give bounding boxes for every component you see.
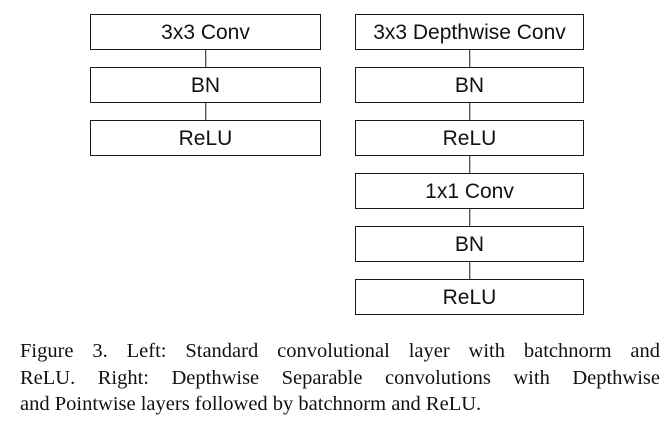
relu-block: ReLU: [355, 120, 584, 156]
depthwise-separable-stack: 3x3 Depthwise Conv BN ReLU 1x1 Conv BN R…: [355, 0, 584, 330]
batchnorm-block: BN: [90, 67, 321, 103]
standard-conv-stack: 3x3 Conv BN ReLU: [90, 0, 321, 330]
block-label: ReLU: [442, 285, 497, 309]
connector-line: [204, 50, 206, 68]
block-label: 1x1 Conv: [425, 179, 514, 203]
batchnorm-block: BN: [355, 226, 584, 262]
caption-line: and Pointwise layers followed by batchno…: [20, 393, 482, 415]
connector-line: [468, 50, 470, 68]
relu-block: ReLU: [90, 120, 321, 156]
block-label: BN: [454, 73, 485, 97]
block-label: ReLU: [442, 126, 497, 150]
connector-line: [468, 103, 470, 121]
connector-line: [204, 103, 206, 121]
figure-diagram: 3x3 Conv BN ReLU 3x3 Depthwise Conv BN R…: [90, 0, 584, 330]
pointwise-conv-block: 1x1 Conv: [355, 173, 584, 209]
caption-line: Figure 3. Left: Standard convolutional l…: [20, 340, 660, 362]
relu-block: ReLU: [355, 279, 584, 315]
block-label: BN: [190, 73, 221, 97]
connector-line: [468, 262, 470, 280]
caption-line: ReLU. Right: Depthwise Separable convolu…: [20, 366, 660, 389]
block-label: 3x3 Conv: [161, 20, 250, 44]
block-label: BN: [454, 232, 485, 256]
connector-line: [468, 156, 470, 174]
conv3x3-block: 3x3 Conv: [90, 14, 321, 50]
batchnorm-block: BN: [355, 67, 584, 103]
connector-line: [468, 209, 470, 227]
block-label: ReLU: [178, 126, 233, 150]
block-label: 3x3 Depthwise Conv: [373, 20, 566, 44]
depthwise-conv-block: 3x3 Depthwise Conv: [355, 14, 584, 50]
figure-caption: Figure 3. Left: Standard convolutional l…: [20, 338, 660, 418]
